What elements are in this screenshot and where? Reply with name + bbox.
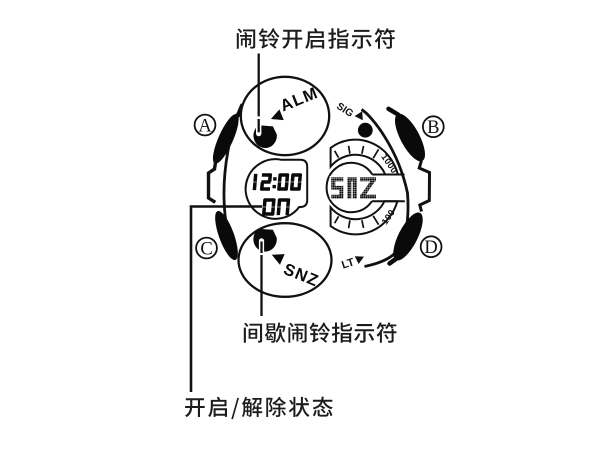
svg-text:LT: LT bbox=[340, 256, 356, 271]
svg-text:C: C bbox=[200, 239, 212, 259]
svg-text:D: D bbox=[424, 238, 437, 258]
svg-text:B: B bbox=[427, 118, 439, 138]
svg-text:A: A bbox=[198, 116, 212, 136]
